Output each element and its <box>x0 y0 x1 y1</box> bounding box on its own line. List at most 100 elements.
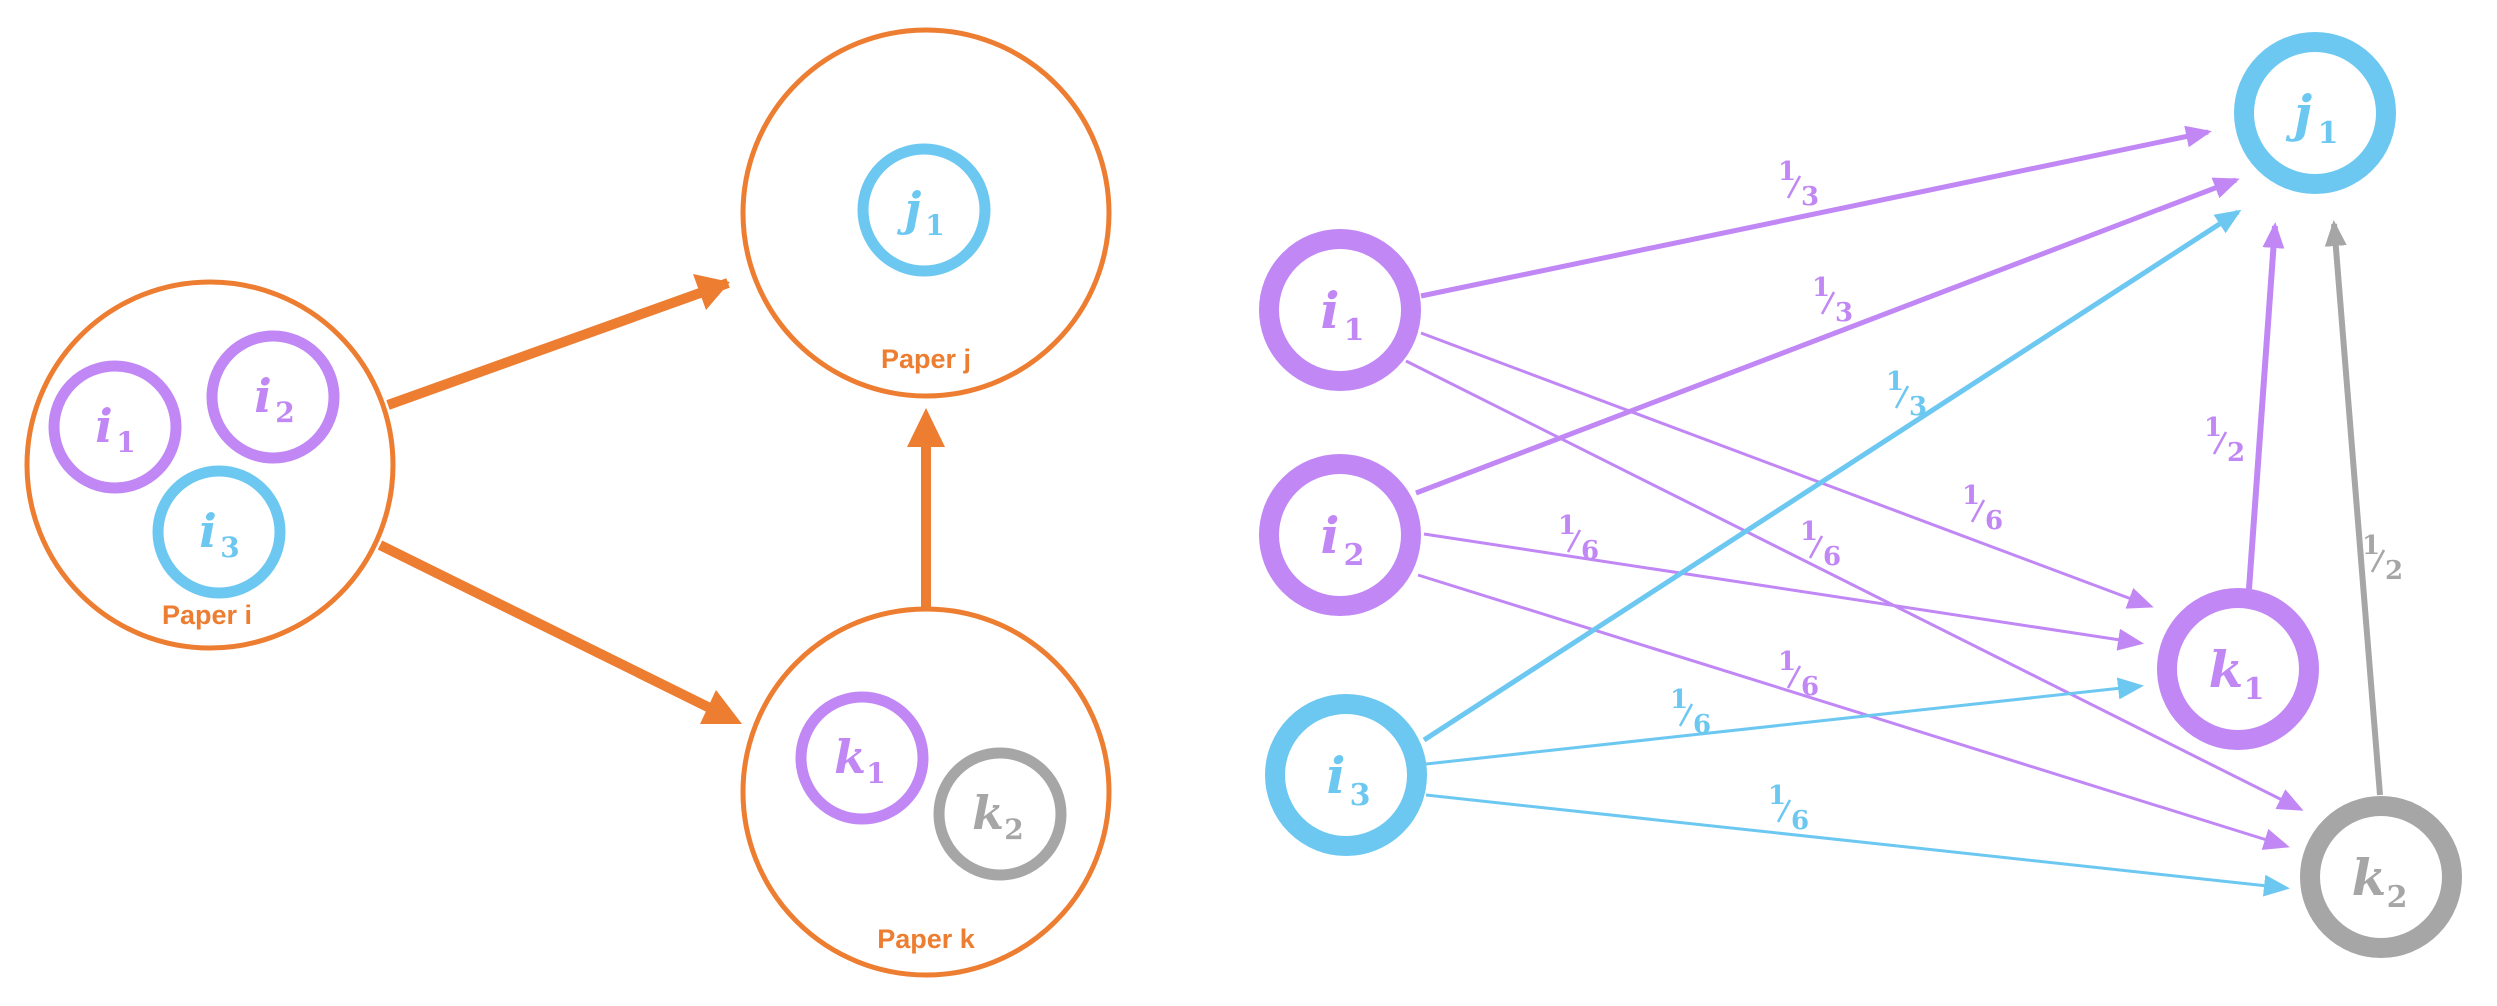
weight-i3-k2-num: 1 <box>1768 781 1786 811</box>
paper-j-circle <box>740 27 1112 399</box>
arrow-paper-i-to-j <box>386 278 730 410</box>
node-i2-small-ring <box>206 330 340 464</box>
weight-i2-k1-den: 6 <box>1581 536 1599 566</box>
paper-j: Paper j j 1 <box>740 27 1112 399</box>
weight-i1-k2: 1 6 <box>1800 517 1841 572</box>
node-k1-sub: 1 <box>2244 672 2265 707</box>
node-i1-small-sub: 1 <box>116 426 135 459</box>
paper-k: Paper k k 1 k 2 <box>740 606 1112 978</box>
node-i3-small: i 3 <box>152 465 286 599</box>
weight-i2-k1-num: 1 <box>1558 511 1576 541</box>
node-i1-ring <box>1259 229 1421 391</box>
edge-i3-to-j1 <box>1422 209 2242 743</box>
arrow-paper-i-to-j-head <box>693 274 730 310</box>
node-i2-letter: i <box>1321 506 1340 565</box>
node-j1-small-letter: j <box>897 182 922 236</box>
node-i1-small-letter: i <box>95 399 112 453</box>
weight-i1-k1-den: 6 <box>1985 506 2003 536</box>
node-i2-small-sub: 2 <box>275 396 294 429</box>
arrow-paper-k-to-j-head <box>907 408 945 447</box>
node-k2: k 2 <box>2300 796 2462 958</box>
weight-i1-j1: 1 3 <box>1778 157 1819 212</box>
weight-k2-j1: 1 2 <box>2362 531 2403 586</box>
edge-i3-to-k2 <box>1425 793 2290 897</box>
node-i2-small: i 2 <box>206 330 340 464</box>
node-k2-ring <box>2300 796 2462 958</box>
node-i2: i 2 <box>1259 454 1421 616</box>
weight-i2-k1: 1 6 <box>1558 511 1599 566</box>
weight-i1-k1-slash <box>1970 499 1986 523</box>
node-k2-small-ring <box>933 747 1067 881</box>
node-k1-small-letter: k <box>834 730 866 784</box>
node-k2-letter: k <box>2352 848 2387 907</box>
node-j1-small: j 1 <box>857 143 991 277</box>
node-i3-ring <box>1265 694 1427 856</box>
node-i2-ring <box>1259 454 1421 616</box>
node-j1: j 1 <box>2234 32 2396 194</box>
weight-i2-k2-num: 1 <box>1778 647 1796 677</box>
node-k1-small-sub: 1 <box>866 757 885 790</box>
node-i3-small-ring <box>152 465 286 599</box>
weight-i3-k2-slash <box>1776 799 1792 823</box>
node-j1-ring <box>2234 32 2396 194</box>
weight-i1-j1-num: 1 <box>1778 157 1796 187</box>
paper-k-label: Paper k <box>877 924 976 954</box>
edge-i1-to-k1 <box>1420 331 2154 609</box>
weight-i3-k1: 1 6 <box>1670 685 1711 740</box>
weight-k2-j1-num: 1 <box>2362 531 2380 561</box>
weight-i2-k2-slash <box>1786 665 1802 689</box>
arrow-paper-i-to-k <box>377 540 721 717</box>
edge-i2-to-j1 <box>1415 177 2240 496</box>
edge-i1-to-k2 <box>1405 359 2304 811</box>
edge-i2-to-k1 <box>1423 532 2144 651</box>
weight-i1-k1-num: 1 <box>1962 481 1980 511</box>
weight-i3-k1-num: 1 <box>1670 685 1688 715</box>
weight-i1-j1-slash <box>1786 175 1802 199</box>
weight-i1-k2-num: 1 <box>1800 517 1818 547</box>
node-k2-small-letter: k <box>972 786 1004 840</box>
node-k2-small: k 2 <box>933 747 1067 881</box>
weight-k1-j1-den: 2 <box>2227 438 2245 468</box>
node-i3-small-sub: 3 <box>220 531 239 564</box>
weight-i2-j1: 1 3 <box>1812 273 1853 328</box>
node-i2-sub: 2 <box>1344 538 1365 573</box>
edge-i2-to-k2 <box>1417 573 2290 850</box>
edge-i3-to-k1 <box>1425 677 2144 766</box>
weight-i3-j1: 1 3 <box>1886 367 1927 422</box>
edge-k2-to-j1 <box>2324 220 2383 796</box>
node-i3-letter: i <box>1327 746 1346 805</box>
weight-i2-j1-num: 1 <box>1812 273 1830 303</box>
weight-i3-k2: 1 6 <box>1768 781 1809 836</box>
weight-k2-j1-den: 2 <box>2385 556 2403 586</box>
weight-i3-k1-slash <box>1678 703 1694 727</box>
paper-i: Paper i i 1 i 2 i 3 <box>24 279 396 651</box>
weight-i2-k1-slash <box>1566 529 1582 553</box>
paper-j-label: Paper j <box>881 344 971 374</box>
node-j1-small-sub: 1 <box>925 209 944 242</box>
node-i1-letter: i <box>1321 281 1340 340</box>
node-j1-small-ring <box>857 143 991 277</box>
node-k1-letter: k <box>2209 640 2244 699</box>
node-i2-small-letter: i <box>254 369 271 423</box>
node-i3-small-letter: i <box>199 504 216 558</box>
arrow-paper-i-to-k-head <box>700 690 742 724</box>
edge-k1-to-j1 <box>2246 222 2285 590</box>
node-j1-sub: 1 <box>2318 116 2339 151</box>
node-i3-sub: 3 <box>1350 778 1371 813</box>
paper-i-circle <box>24 279 396 651</box>
weight-k1-j1-num: 1 <box>2204 413 2222 443</box>
weight-k2-j1-slash <box>2370 549 2386 573</box>
weight-i2-k2-den: 6 <box>1801 672 1819 702</box>
node-k1-ring <box>2157 588 2319 750</box>
weight-i2-k2: 1 6 <box>1778 647 1819 702</box>
node-k2-sub: 2 <box>2387 880 2408 915</box>
node-k1: k 1 <box>2157 588 2319 750</box>
node-k1-small: k 1 <box>795 691 929 825</box>
node-i1-sub: 1 <box>1344 313 1365 348</box>
edge-i1-to-j1 <box>1420 125 2212 299</box>
weight-i2-j1-den: 3 <box>1835 298 1853 328</box>
weight-i3-k2-den: 6 <box>1791 806 1809 836</box>
paper-k-circle <box>740 606 1112 978</box>
